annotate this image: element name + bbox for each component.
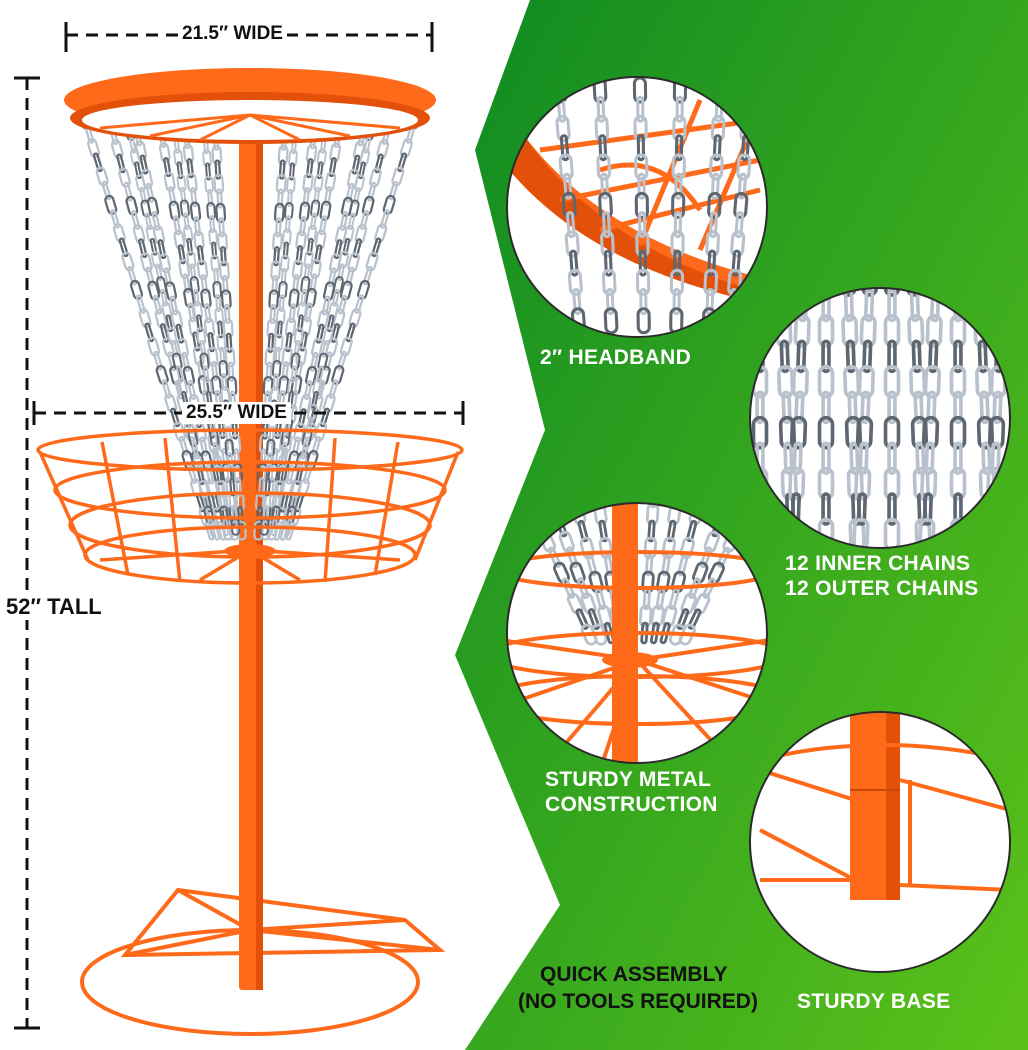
basket-chains: [78, 109, 422, 541]
chains-label-line1: 12 INNER CHAINS: [785, 552, 971, 575]
top-width-label: 21.5″ WIDE: [178, 23, 287, 45]
disc-golf-basket: [36, 68, 464, 1036]
headband-label: 2″ HEADBAND: [540, 346, 692, 369]
catch-basket: [36, 428, 464, 585]
headband-spokes: [99, 113, 401, 142]
base-closeup: [749, 711, 1011, 973]
construction-label-line2: CONSTRUCTION: [545, 793, 718, 816]
base-label: STURDY BASE: [797, 990, 951, 1013]
chains-closeup: [749, 287, 1011, 549]
chains-label-line2: 12 OUTER CHAINS: [785, 577, 979, 600]
assembly-label-line2: (NO TOOLS REQUIRED): [518, 990, 758, 1013]
height-label: 52″ TALL: [2, 594, 106, 620]
basket-width-label: 25.5″ WIDE: [182, 402, 291, 424]
assembly-label-line1: QUICK ASSEMBLY: [540, 963, 728, 986]
pole-shade: [256, 95, 263, 990]
construction-closeup: [506, 502, 768, 764]
construction-label-line1: STURDY METAL: [545, 768, 712, 791]
